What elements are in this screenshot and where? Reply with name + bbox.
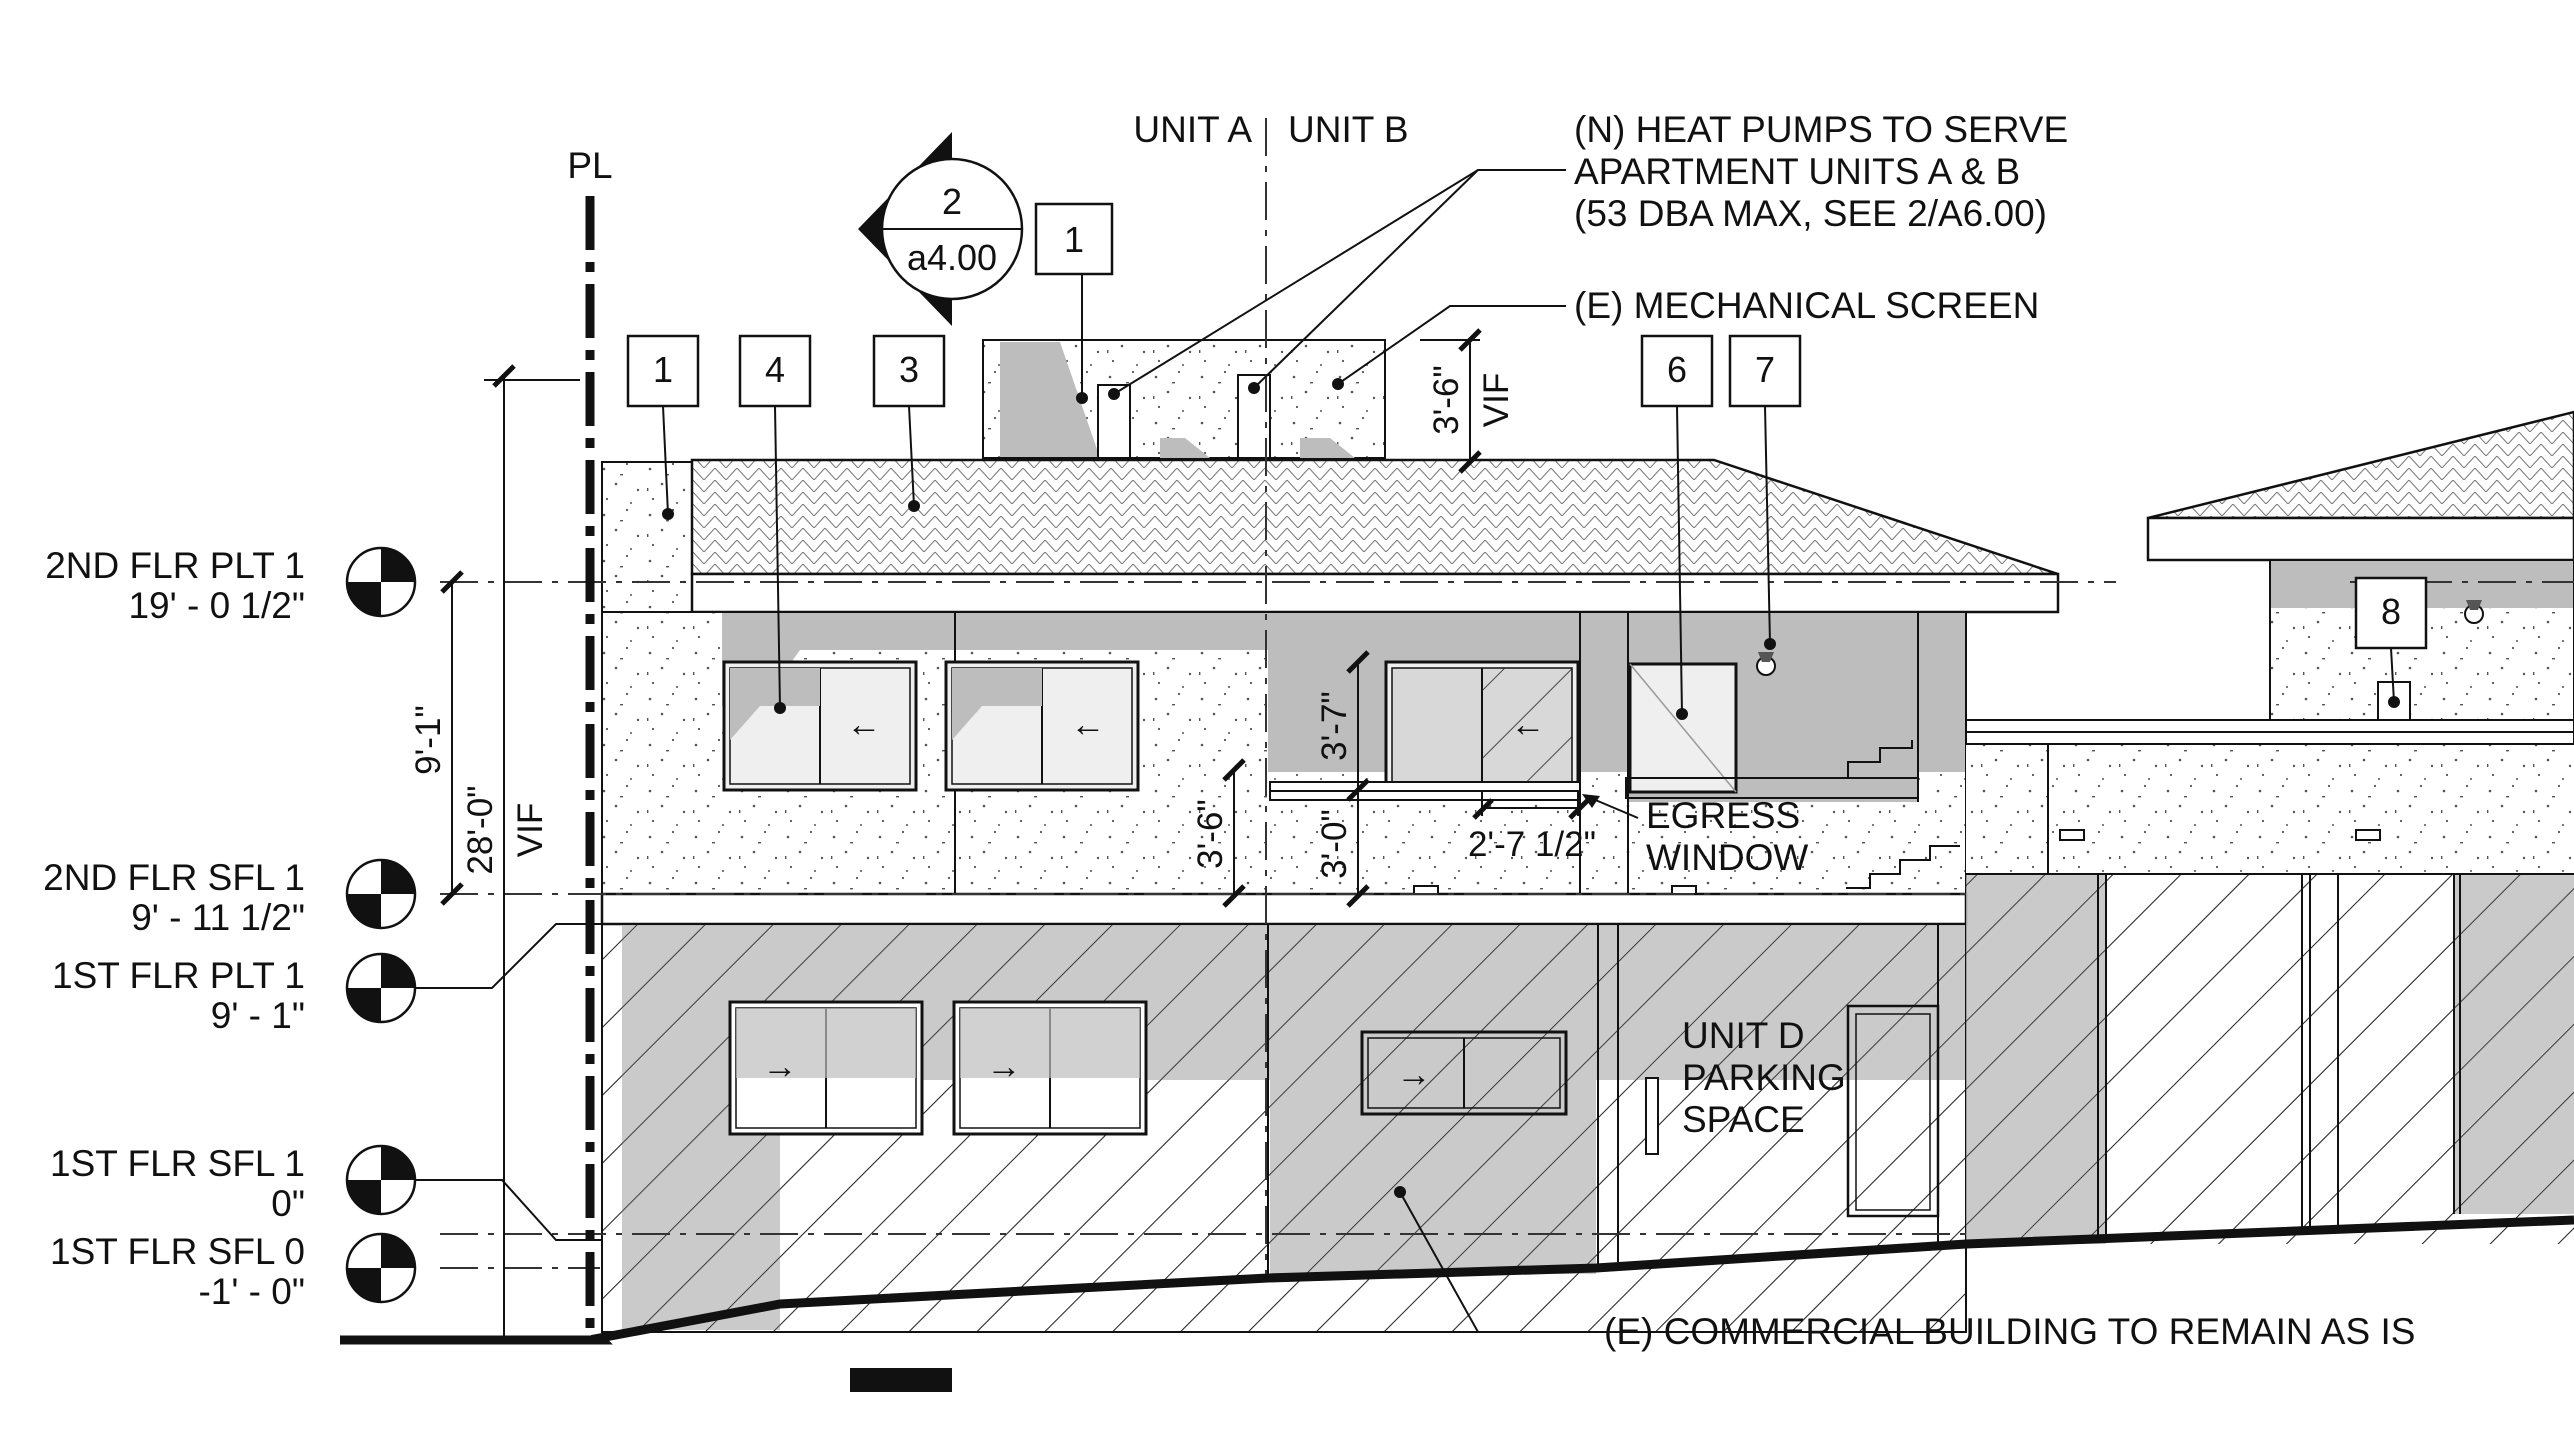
ground-window-3: →: [1360, 1030, 1568, 1116]
dim-floor-to-floor: 9'-1": [409, 705, 448, 775]
level-symbol-1st-sfl-1: [345, 1144, 417, 1216]
keynote-tag: 8: [2354, 576, 2428, 708]
egress-window: ←: [1384, 660, 1580, 792]
svg-text:1: 1: [653, 349, 673, 390]
mech-screen-note: (E) MECHANICAL SCREEN: [1574, 285, 2039, 326]
commercial-note: (E) COMMERCIAL BUILDING TO REMAIN AS IS: [1604, 1311, 2415, 1352]
heat-pump-note-line: (53 DBA MAX, SEE 2/A6.00): [1574, 193, 2047, 234]
upper-window-4: [1628, 662, 1738, 794]
ground-window-2: →: [952, 1000, 1148, 1136]
parking-label: UNIT D: [1682, 1015, 1805, 1056]
svg-text:→: →: [763, 1047, 798, 1086]
level-elevation: 9' - 1": [211, 995, 305, 1036]
level-symbol-2nd-sfl: [345, 858, 417, 930]
svg-text:←: ←: [847, 705, 882, 744]
level-name: 2ND FLR PLT 1: [45, 545, 305, 586]
heat-pump-note-line: (N) HEAT PUMPS TO SERVE: [1574, 109, 2068, 150]
keynote-tag: 4: [738, 334, 812, 714]
parking-label: SPACE: [1682, 1099, 1805, 1140]
unit-b-label: UNIT B: [1288, 109, 1409, 150]
section-sheet: a4.00: [907, 237, 997, 278]
building: ← ← ←: [340, 339, 2574, 1392]
section-number: 2: [942, 181, 962, 222]
level-symbols: [345, 546, 417, 1304]
dim-egress-sill: 3'-0": [1315, 809, 1354, 879]
level-name: 1ST FLR SFL 0: [50, 1231, 305, 1272]
property-line-label: PL: [567, 145, 612, 186]
svg-text:3: 3: [899, 349, 919, 390]
svg-text:6: 6: [1667, 349, 1687, 390]
keynote-tag: 7: [1728, 334, 1802, 650]
keynote-tag: 3: [872, 334, 946, 512]
unit-a-label: UNIT A: [1133, 109, 1252, 150]
svg-text:1: 1: [1064, 219, 1084, 260]
svg-text:→: →: [987, 1047, 1022, 1086]
dim-overall-vif: VIF: [511, 803, 550, 857]
level-symbol-1st-sfl-0: [345, 1232, 417, 1304]
egress-label: WINDOW: [1646, 837, 1808, 878]
keynotes: 1 1 4 3 6 7: [626, 202, 2428, 720]
level-elevation: 9' - 11 1/2": [131, 897, 305, 938]
svg-text:←: ←: [1071, 705, 1106, 744]
upper-window-1: ←: [722, 660, 918, 792]
parking-label: PARKING: [1682, 1057, 1846, 1098]
heat-pump-note-line: APARTMENT UNITS A & B: [1574, 151, 2020, 192]
level-labels: 2ND FLR PLT 1 19' - 0 1/2" 2ND FLR SFL 1…: [43, 545, 305, 1312]
dim-egress-width: 2'-7 1/2": [1468, 825, 1596, 864]
egress-label: EGRESS: [1646, 795, 1800, 836]
svg-text:7: 7: [1755, 349, 1775, 390]
section-marker: 2 a4.00: [858, 132, 1024, 326]
dim-overall-height: 28'-0": [461, 785, 500, 874]
dim-window-height: 3'-7": [1315, 691, 1354, 761]
svg-text:→: →: [1397, 1055, 1432, 1094]
ground-window-1: →: [728, 1000, 924, 1136]
level-name: 1ST FLR SFL 1: [50, 1143, 305, 1184]
svg-text:8: 8: [2381, 591, 2401, 632]
level-elevation: 19' - 0 1/2": [128, 585, 305, 626]
upper-window-2: ←: [944, 660, 1140, 792]
level-name: 1ST FLR PLT 1: [52, 955, 305, 996]
annotations: PL UNIT A UNIT B (N) HEAT PUMPS TO SERVE…: [567, 109, 2415, 1352]
keynote-tag: 1: [626, 334, 700, 520]
svg-text:4: 4: [765, 349, 785, 390]
level-name: 2ND FLR SFL 1: [43, 857, 305, 898]
dim-screen-height: 3'-6": [1427, 365, 1466, 435]
level-symbol-1st-plt: [345, 952, 417, 1024]
level-symbol-2nd-plt: [345, 546, 417, 618]
level-elevation: -1' - 0": [198, 1271, 305, 1312]
dim-sill-height: 3'-6": [1191, 799, 1230, 869]
dim-screen-vif: VIF: [1477, 373, 1516, 427]
svg-text:←: ←: [1511, 705, 1546, 744]
dimensions: 28'-0" VIF 9'-1" 3'-6" VIF 3'-6" 3'-7" 3…: [409, 328, 1596, 1340]
keynote-tag: 6: [1640, 334, 1714, 720]
level-elevation: 0": [271, 1183, 305, 1224]
keynote-tag: 1: [1034, 202, 1114, 404]
